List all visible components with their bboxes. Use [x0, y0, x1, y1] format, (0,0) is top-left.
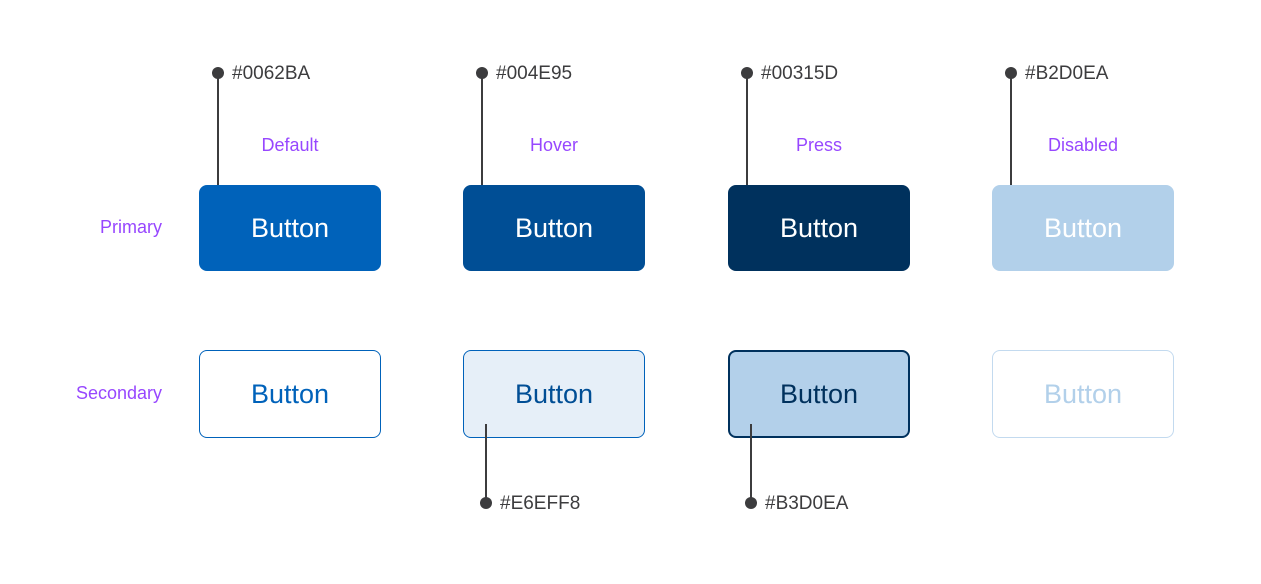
color-hex-label: #E6EFF8	[500, 493, 581, 514]
callout-line	[481, 73, 483, 196]
state-label-press: Press	[795, 135, 842, 155]
state-column-default: #0062BA Default Button Button	[199, 0, 381, 584]
callout-line	[750, 424, 752, 503]
state-column-hover: #004E95 Hover Button Button #E6EFF8	[463, 0, 645, 584]
secondary-button-press[interactable]: Button	[728, 350, 910, 438]
callout-dot-icon	[1005, 67, 1017, 79]
color-hex-label: #B2D0EA	[1025, 63, 1109, 84]
state-label-default: Default	[261, 135, 319, 155]
color-hex-label: #004E95	[496, 63, 573, 84]
secondary-button-default[interactable]: Button	[199, 350, 381, 438]
callout-line	[485, 424, 487, 503]
secondary-button-disabled[interactable]: Button	[992, 350, 1174, 438]
callout-dot-icon	[745, 497, 757, 509]
callout-dot-icon	[212, 67, 224, 79]
button-label: Button	[1043, 378, 1123, 409]
state-label-disabled: Disabled	[1047, 135, 1119, 155]
callout-dot-icon	[480, 497, 492, 509]
callout-line	[746, 73, 748, 196]
state-column-press: #00315D Press Button Button #B3D0EA	[728, 0, 910, 584]
color-hex-label: #00315D	[761, 63, 839, 84]
button-label: Button	[514, 378, 594, 409]
state-label-hover: Hover	[529, 135, 578, 155]
primary-button-press[interactable]: Button	[728, 185, 910, 271]
button-label: Button	[779, 212, 859, 243]
state-column-disabled: #B2D0EA Disabled Button Button	[992, 0, 1174, 584]
callout-line	[217, 73, 219, 196]
row-label-secondary: Secondary	[75, 383, 162, 403]
button-label: Button	[250, 378, 330, 409]
callout-dot-icon	[741, 67, 753, 79]
callout-line	[1010, 73, 1012, 196]
secondary-button-hover[interactable]: Button	[463, 350, 645, 438]
row-label-primary: Primary	[100, 217, 162, 237]
color-hex-label: #B3D0EA	[765, 493, 849, 514]
button-label: Button	[514, 212, 594, 243]
button-label: Button	[1043, 212, 1123, 243]
color-hex-label: #0062BA	[232, 63, 311, 84]
primary-button-default[interactable]: Button	[199, 185, 381, 271]
button-label: Button	[250, 212, 330, 243]
callout-dot-icon	[476, 67, 488, 79]
primary-button-disabled[interactable]: Button	[992, 185, 1174, 271]
primary-button-hover[interactable]: Button	[463, 185, 645, 271]
button-label: Button	[779, 378, 859, 409]
